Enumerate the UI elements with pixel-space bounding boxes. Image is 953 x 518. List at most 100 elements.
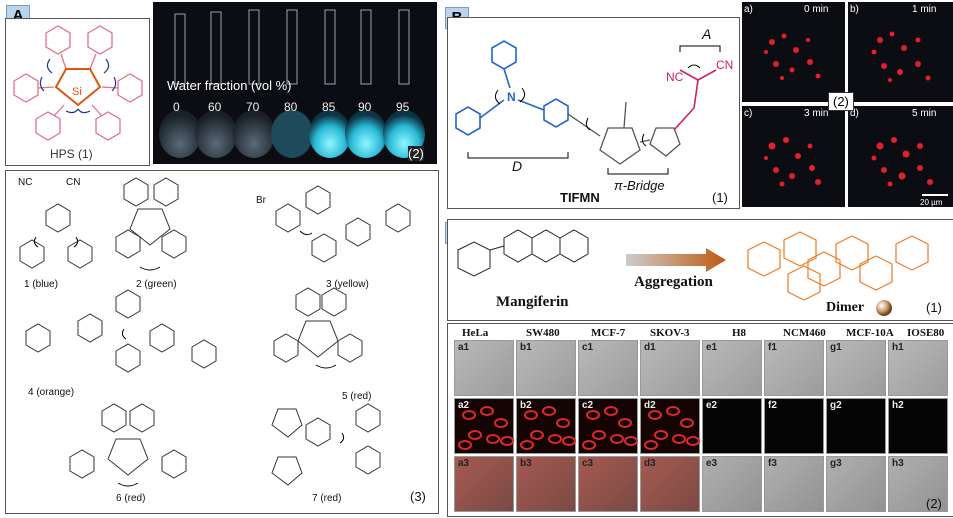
image-cell-label: g3	[830, 458, 842, 469]
image-cell-b1: b1	[516, 340, 576, 396]
image-cell-label: a3	[458, 458, 470, 469]
image-cell-label: c3	[582, 458, 594, 469]
image-cell-f3: f3	[764, 456, 824, 512]
image-cell-e2: e2	[702, 398, 762, 454]
col-header-sw480: SW480	[526, 327, 560, 339]
frame-b-id: b)	[850, 4, 859, 15]
cell-dots-a	[764, 33, 821, 80]
image-cell-label: c1	[582, 342, 594, 353]
b2-tag: (2)	[828, 92, 854, 111]
image-cell-g2: g2	[826, 398, 886, 454]
frame-a-time: 0 min	[804, 4, 829, 15]
image-cell-d1: d1	[640, 340, 700, 396]
frame-c-id: c)	[744, 108, 753, 119]
image-cell-label: d3	[644, 458, 656, 469]
image-cell-e3: e3	[702, 456, 762, 512]
image-cell-label: e3	[706, 458, 718, 469]
dimer-label: Dimer	[826, 300, 865, 315]
frame-5min: d) 5 min 20 µm	[848, 106, 953, 207]
compound-7-label: 7 (red)	[312, 493, 342, 504]
image-cell-a1: a1	[454, 340, 514, 396]
donor-label: D	[512, 158, 523, 174]
tifmn-name: TIFMN	[560, 190, 600, 205]
frame-a-id: a)	[744, 4, 753, 15]
image-cell-label: a1	[458, 342, 470, 353]
image-cell-b3: b3	[516, 456, 576, 512]
image-cell-label: b2	[520, 400, 532, 411]
compound-1-label: 1 (blue)	[24, 279, 58, 290]
frame-d-time: 5 min	[912, 108, 937, 119]
image-cell-label: h3	[892, 458, 904, 469]
tifmn-structure-box: N A NC CN D π-Bridge TIFMN (1)	[447, 17, 740, 209]
fluorescent-cells	[644, 406, 700, 450]
fluorescent-cells	[582, 406, 638, 450]
compound-6-label: 6 (red)	[116, 493, 146, 504]
image-cell-label: e1	[706, 342, 718, 353]
compound-3-label: 3 (yellow)	[326, 279, 369, 290]
water-fraction-title: Water fraction (vol %)	[167, 78, 292, 93]
tifmn-cn: CN	[716, 58, 734, 72]
compound-1-cn: CN	[66, 177, 81, 188]
col-header-iose80: IOSE80	[907, 327, 945, 339]
col-header-hela: HeLa	[462, 327, 489, 339]
compound-1-nc: NC	[18, 177, 33, 188]
image-cell-f1: f1	[764, 340, 824, 396]
image-cell-label: f2	[768, 400, 777, 411]
frame-1min: b) 1 min	[848, 2, 953, 102]
image-cell-a3: a3	[454, 456, 514, 512]
image-cell-label: h1	[892, 342, 904, 353]
col-header-skov3: SKOV-3	[650, 327, 690, 339]
image-cell-h3: h3	[888, 456, 948, 512]
image-cell-g3: g3	[826, 456, 886, 512]
fraction-80: 80	[284, 100, 298, 114]
b1-tag: (1)	[712, 190, 728, 205]
aggregation-label: Aggregation	[634, 274, 713, 290]
image-cell-g1: g1	[826, 340, 886, 396]
a2-tag: (2)	[408, 146, 424, 161]
image-cell-d3: d3	[640, 456, 700, 512]
hps-caption: HPS (1)	[50, 147, 93, 161]
fraction-70: 70	[246, 100, 260, 114]
a3-tag: (3)	[410, 489, 426, 504]
image-cell-c2: c2	[578, 398, 638, 454]
vials-drawing	[159, 9, 425, 158]
cell-dots-c	[764, 137, 821, 187]
tifmn-structure	[455, 40, 721, 175]
frame-3min: c) 3 min	[742, 106, 845, 207]
image-cell-label: g1	[830, 342, 842, 353]
image-cell-d2: d2	[640, 398, 700, 454]
image-cell-label: d2	[644, 400, 656, 411]
image-cell-label: c2	[582, 400, 594, 411]
tifmn-nc: NC	[666, 70, 684, 84]
compound-structures	[19, 177, 411, 487]
image-cell-label: e2	[706, 400, 718, 411]
vials-photo: Water fraction (vol %) 0 60 70 80 85 90 …	[153, 2, 437, 164]
hps-structure: Si	[13, 25, 143, 141]
image-cell-f2: f2	[764, 398, 824, 454]
image-cell-b2: b2	[516, 398, 576, 454]
fraction-0: 0	[173, 100, 180, 114]
fraction-90: 90	[358, 100, 372, 114]
c2-tag: (2)	[926, 496, 942, 511]
scale-bar	[922, 194, 948, 196]
fluorescent-cells	[520, 406, 576, 450]
image-cell-label: f1	[768, 342, 777, 353]
c1-tag: (1)	[926, 300, 942, 315]
image-cell-h2: h2	[888, 398, 948, 454]
col-header-h8: H8	[732, 327, 747, 339]
image-cell-c3: c3	[578, 456, 638, 512]
frame-b-time: 1 min	[912, 4, 937, 15]
mangiferin-label: Mangiferin	[496, 294, 569, 310]
image-cell-label: d1	[644, 342, 656, 353]
compound-library-box: NC CN Br 1 (blue) 2 (green) 3 (yellow) 4…	[5, 170, 439, 514]
fraction-60: 60	[208, 100, 222, 114]
fluorescent-cells	[458, 406, 514, 450]
cell-imaging-grid: HeLa SW480 MCF-7 SKOV-3 H8 NCM460 MCF-10…	[447, 323, 953, 517]
image-cell-a2: a2	[454, 398, 514, 454]
compound-5-label: 5 (red)	[342, 391, 372, 402]
fraction-85: 85	[322, 100, 336, 114]
frame-c-time: 3 min	[804, 108, 829, 119]
compound-2-label: 2 (green)	[136, 279, 177, 290]
compound-4-label: 4 (orange)	[28, 387, 75, 398]
image-cell-label: h2	[892, 400, 904, 411]
